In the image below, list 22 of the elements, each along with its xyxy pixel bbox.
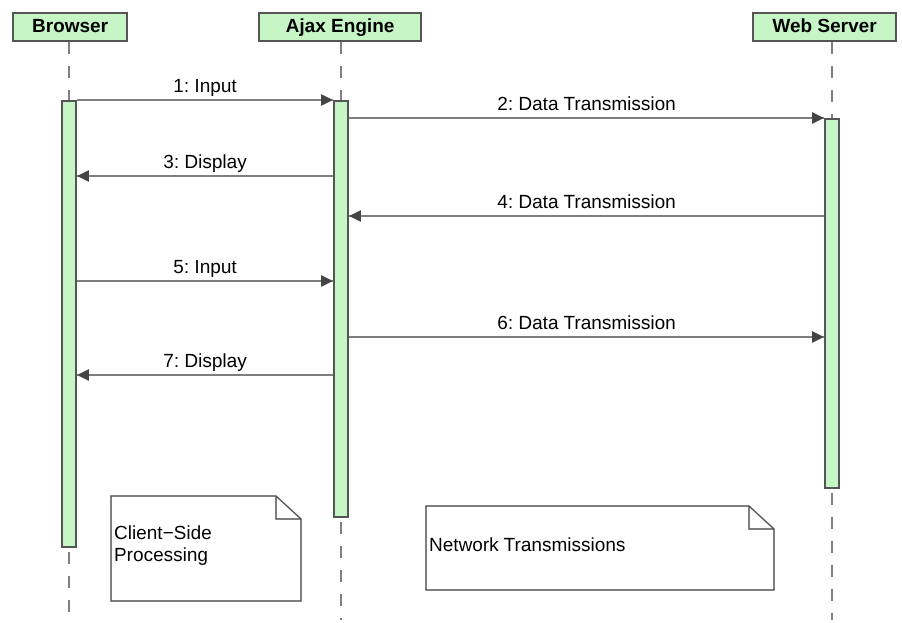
lifeline — [340, 42, 342, 100]
note-box — [425, 505, 775, 591]
activation-bar — [333, 100, 349, 518]
message-arrow — [349, 331, 824, 343]
participant-box: Web Server — [752, 12, 897, 42]
message-arrow — [77, 94, 333, 106]
message-label: 5: Input — [171, 258, 239, 278]
message-arrow — [349, 210, 824, 222]
message-label: 7: Display — [161, 352, 249, 372]
activation-bar — [824, 118, 840, 489]
message-arrow — [77, 275, 333, 287]
message-arrow — [77, 170, 333, 182]
message-arrow — [349, 112, 824, 124]
participant-box: Browser — [12, 12, 128, 42]
activation-bar — [61, 100, 77, 548]
note-text: Network Transmissions — [428, 535, 626, 557]
message-label: 3: Display — [161, 153, 249, 173]
note-box — [110, 495, 302, 602]
participant-box: Ajax Engine — [258, 12, 422, 42]
note-text: Client−Side Processing — [113, 523, 213, 567]
message-arrow — [77, 369, 333, 381]
lifeline — [68, 42, 70, 100]
